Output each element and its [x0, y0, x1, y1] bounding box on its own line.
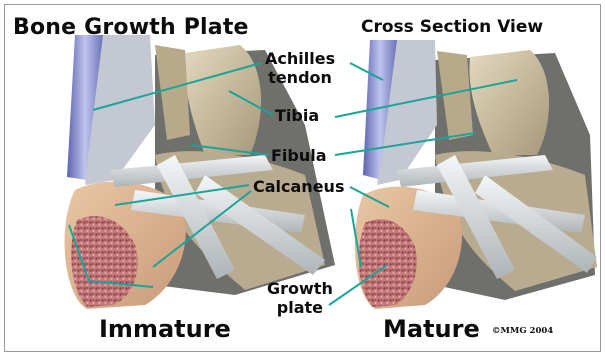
mature-ankle: [355, 40, 597, 309]
caption-immature: Immature: [99, 317, 231, 341]
label-fibula: Fibula: [271, 148, 327, 164]
title-bone-growth-plate: Bone Growth Plate: [13, 17, 249, 39]
label-growth-plate-line1: Growth: [267, 281, 333, 297]
label-achilles-line2: tendon: [265, 70, 335, 86]
copyright-notice: ©MMG 2004: [492, 327, 553, 336]
label-achilles-tendon: Achilles tendon: [265, 51, 335, 86]
label-achilles-line1: Achilles: [265, 51, 335, 67]
label-growth-plate: Growth plate: [267, 281, 333, 316]
title-cross-section-view: Cross Section View: [361, 19, 543, 36]
label-growth-plate-line2: plate: [267, 300, 333, 316]
label-tibia: Tibia: [275, 108, 319, 124]
label-calcaneus: Calcaneus: [253, 179, 344, 195]
diagram-frame: Bone Growth Plate Cross Section View Ach…: [4, 4, 601, 352]
caption-mature: Mature: [383, 317, 480, 341]
